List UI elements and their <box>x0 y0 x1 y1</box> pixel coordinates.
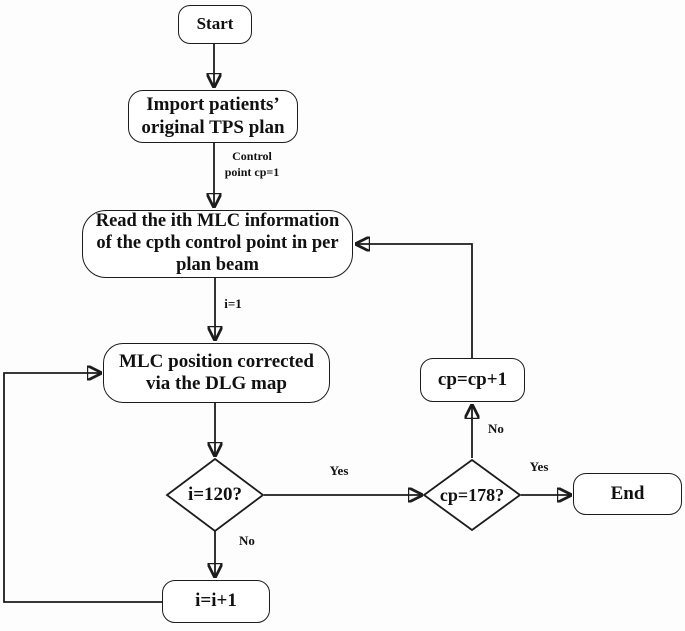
node-end: End <box>573 473 682 515</box>
edge-label-i-equals-1: i=1 <box>224 296 242 311</box>
node-mlc-position-corrected: MLC position corrected via the DLG map <box>103 343 330 403</box>
decision-i-label: i=120? <box>187 484 243 505</box>
edge-label-yes-cp: Yes <box>529 459 549 474</box>
decision-cp-diamond <box>422 458 522 532</box>
edge-label-no-cp: No <box>488 421 504 436</box>
node-read-mlc-information: Read the ith MLC information of the cpth… <box>82 210 353 278</box>
decision-cp-label: cp=178? <box>439 484 505 505</box>
node-increment-cp: cp=cp+1 <box>420 358 525 402</box>
node-increment-i: i=i+1 <box>162 580 270 623</box>
edge-label-no-i: No <box>239 533 255 548</box>
node-start: Start <box>178 5 252 44</box>
node-import-tps-plan: Import patients’ original TPS plan <box>128 90 298 143</box>
edge-label-control-point-cp1: Control point cp=1 <box>224 149 280 179</box>
arrow-inc-cp-loop-to-read <box>357 244 473 358</box>
decision-i-diamond <box>165 457 265 533</box>
edge-label-yes-i: Yes <box>329 463 349 478</box>
arrow-inc-i-loop-to-mlc <box>3 373 162 603</box>
